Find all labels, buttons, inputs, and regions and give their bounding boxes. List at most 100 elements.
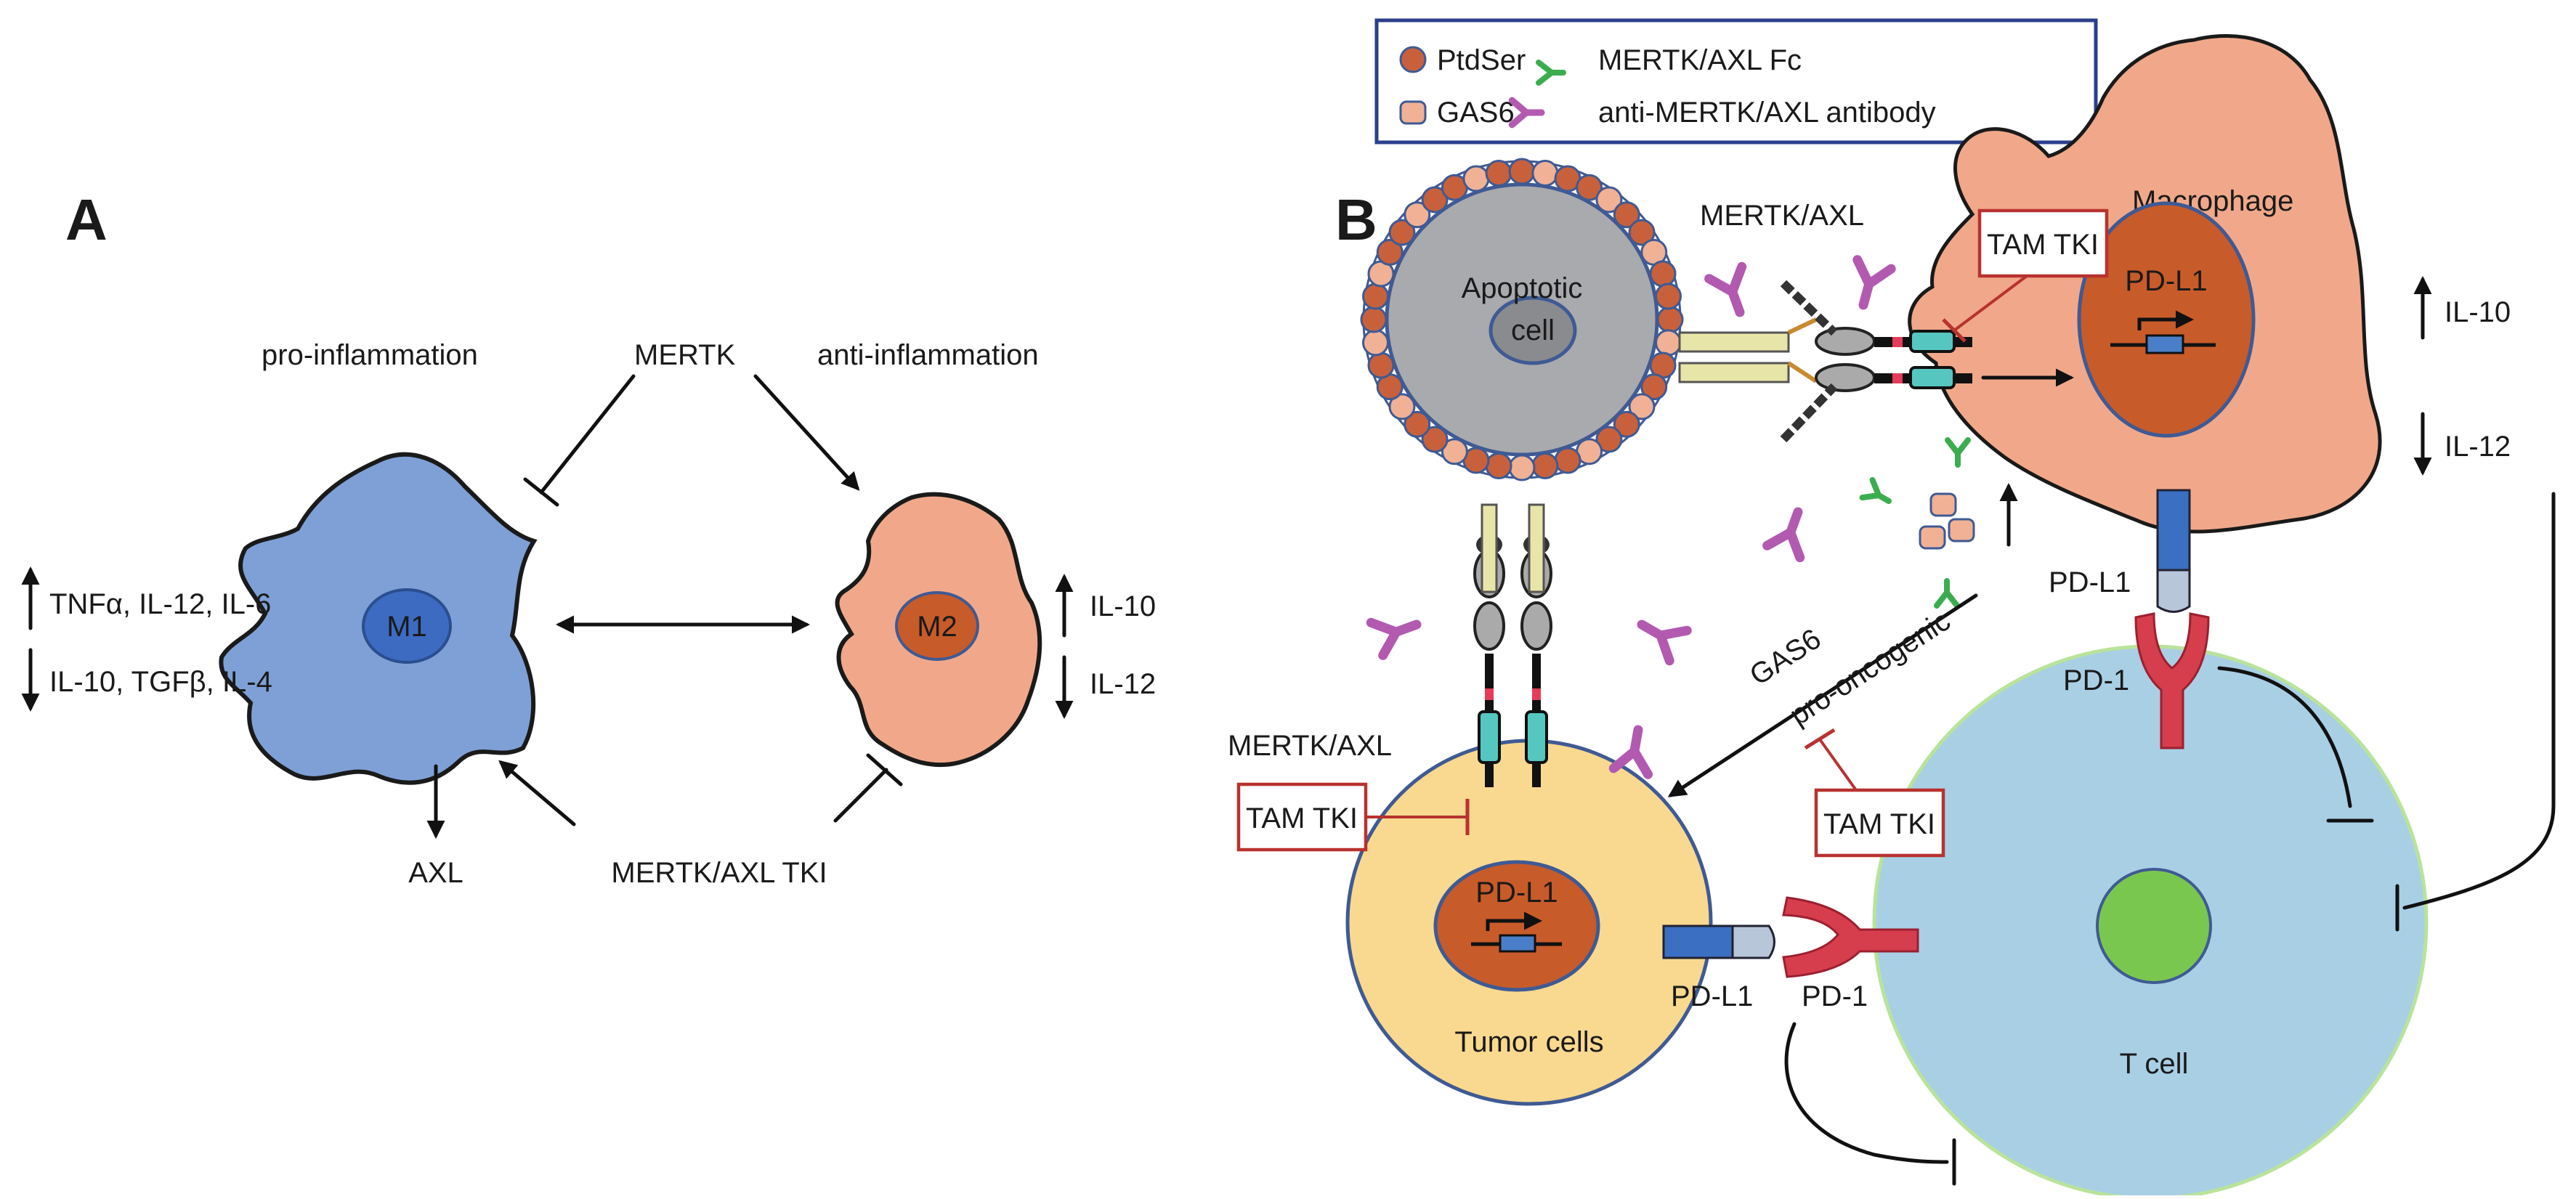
ptdser-bead [1360, 306, 1388, 333]
macrophage-transcription-arrow [2137, 310, 2194, 330]
mertk-inhibit-m1-line [539, 374, 636, 495]
macrophage-pdl1-label: PD-L1 [2049, 566, 2131, 598]
tumor-pdl1-tip [1731, 924, 1775, 959]
legend-fc-label: MERTK/AXL Fc [1598, 44, 1802, 76]
il12-label: IL-12 [2445, 431, 2511, 463]
tam-tki-label-macrophage: TAM TKI [1987, 229, 2099, 261]
ptdser-ring [1360, 158, 1684, 481]
pd1-receptor-top [2134, 612, 2210, 749]
antibody-icon-5 [1633, 609, 1687, 661]
m2-up-cytokine: IL-10 [1090, 590, 1156, 622]
axl-label: AXL [408, 857, 463, 889]
apoptotic-cell: Apoptotic cell [1360, 158, 1684, 481]
tumor-pdl1-gene-label: PD-L1 [1475, 877, 1558, 909]
t-cell-label: T cell [2120, 1048, 2189, 1080]
fc-icon-2 [1863, 480, 1894, 510]
legend-ptdser-icon [1399, 46, 1427, 73]
gas6-icon-1 [1929, 492, 1957, 517]
macrophage-pdl1-tip [2156, 569, 2191, 613]
t-cell-nucleus [2096, 868, 2212, 984]
receptor-stalk-bottom [1780, 383, 1838, 443]
tki-to-m1-arrow [498, 760, 576, 826]
tam-tki-macrophage-line [1953, 275, 2028, 332]
panel-b-letter: B [1335, 187, 1377, 252]
panel-b: B PtdSer MERTK/AXL Fc GAS6 anti-MERTK/AX… [1228, 18, 2556, 1199]
mertk-axl-left-label: MERTK/AXL [1228, 730, 1392, 762]
ptdser-bead [1508, 158, 1536, 185]
gas6-bridge-left-2 [1528, 503, 1545, 593]
ptdser-bead [1654, 329, 1682, 357]
gas6-arrow-label: GAS6 [1744, 623, 1826, 692]
macrophage-gene-box [2145, 334, 2184, 354]
ptdser-bead [1654, 283, 1682, 310]
ptdser-bead [1531, 160, 1559, 187]
legend-gas6-label: GAS6 [1437, 97, 1515, 129]
panel-a-letter: A [65, 187, 108, 252]
tam-tki-box-middle [1814, 788, 1945, 858]
ptdser-bead [1576, 174, 1603, 201]
tam-tki-label-middle: TAM TKI [1823, 808, 1935, 840]
gas6-icon-3 [1919, 525, 1946, 550]
antibody-icon-3 [1767, 506, 1815, 558]
ptdser-bead [1462, 165, 1490, 192]
ptdser-bead [1404, 201, 1431, 229]
tam-tki-label-tumor: TAM TKI [1246, 802, 1358, 834]
il12-inhibit-tcell-line [2402, 492, 2556, 910]
gas6-bridge-left-1 [1481, 503, 1498, 593]
ptdser-bead [1628, 393, 1656, 420]
legend-ptdser-label: PtdSer [1437, 44, 1526, 76]
ptdser-bead [1388, 219, 1416, 246]
antibody-icon-4 [1371, 608, 1422, 655]
ptdser-bead [1531, 452, 1559, 479]
tumor-gene-box [1499, 934, 1536, 953]
tam-tki-box-tumor [1236, 782, 1368, 852]
ptdser-bead [1649, 260, 1677, 288]
pd1-receptor-bottom [1782, 896, 1919, 978]
ptdser-bead [1376, 238, 1404, 266]
tam-tki-middle-bar [1804, 728, 1836, 750]
m2-down-cytokine: IL-12 [1090, 668, 1156, 700]
ptdser-bead [1362, 329, 1390, 357]
ptdser-bead [1367, 351, 1395, 379]
macrophage-pdl1-receptor [2156, 489, 2191, 572]
gas6-bridge-top [1678, 317, 1818, 383]
tam-tki-macrophage-bar [1942, 318, 1967, 343]
mertk-receptor-macrophage-1 [1815, 327, 1972, 356]
antibody-icon-6 [1613, 727, 1655, 774]
tam-tki-box-macrophage [1977, 208, 2109, 278]
ptdser-bead [1613, 410, 1640, 438]
ptdser-bead [1554, 447, 1581, 474]
apoptotic-nucleus [1489, 296, 1577, 365]
pd1-inhibit-top-line [2217, 666, 2352, 808]
m1-nucleus [362, 588, 452, 664]
tki-inhibit-m2-bar [866, 753, 903, 787]
legend-antibody-label: anti-MERTK/AXL antibody [1598, 97, 1936, 129]
ptdser-bead [1485, 160, 1512, 187]
pro-inflammation-label: pro-inflammation [262, 339, 478, 371]
panel-a: A pro-inflammation anti-inflammation MER… [21, 187, 1156, 889]
ptdser-bead [1595, 426, 1623, 453]
tumor-pdl1-receptor [1662, 924, 1734, 959]
anti-inflammation-label: anti-inflammation [817, 339, 1039, 371]
ptdser-bead [1404, 410, 1431, 438]
ptdser-bead [1421, 426, 1449, 453]
mertk-axl-tki-label: MERTK/AXL TKI [611, 857, 827, 889]
mertk-inhibit-m1-bar [523, 477, 559, 507]
il10-label: IL-10 [2445, 296, 2511, 328]
pd1-top-label: PD-1 [2063, 664, 2129, 696]
ptdser-bead [1656, 306, 1684, 333]
ptdser-bead [1362, 283, 1390, 310]
ptdser-bead [1421, 186, 1449, 214]
ptdser-bead [1595, 186, 1623, 214]
mertk-label: MERTK [634, 339, 736, 371]
antibody-icon-1 [1709, 267, 1757, 318]
tumor-cells-label: Tumor cells [1454, 1026, 1603, 1058]
mertk-receptor-macrophage-2 [1815, 363, 1972, 392]
ptdser-bead [1640, 373, 1668, 401]
apoptotic-label: Apoptotic [1462, 272, 1583, 304]
m1-up-cytokines: TNFα, IL-12, IL-6 [49, 588, 271, 620]
ptdser-bead [1485, 452, 1512, 479]
legend-gas6-icon [1399, 100, 1427, 125]
